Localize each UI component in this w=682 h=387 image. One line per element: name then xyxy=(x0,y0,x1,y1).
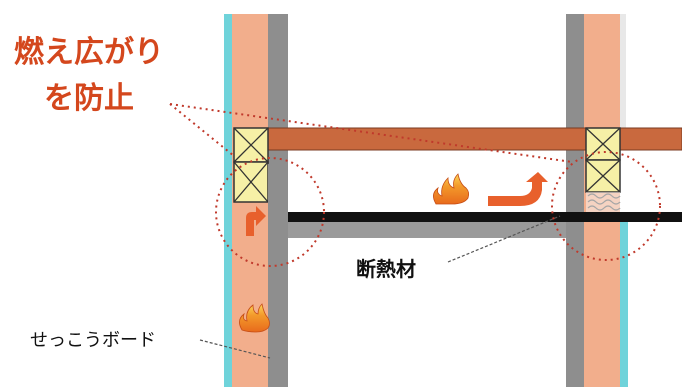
left-firestop-block-lower xyxy=(233,161,269,203)
leader-line-right xyxy=(169,103,573,163)
right-cyan-tab xyxy=(620,222,628,232)
curved-arrow-icon xyxy=(488,172,548,206)
insulation-label: 断熱材 xyxy=(356,257,416,281)
flame-icon-bottom xyxy=(239,303,270,333)
left-firestop-block-upper xyxy=(233,127,269,163)
curved-up-arrow-icon xyxy=(246,206,266,236)
ceiling-gray-board xyxy=(288,222,566,238)
flame-icon xyxy=(433,173,470,205)
right-gypsum-board xyxy=(566,14,584,387)
gypsum-board-label: せっこうボード xyxy=(30,330,156,351)
leader-line-left xyxy=(169,103,235,157)
insulation-leader xyxy=(447,215,561,263)
right-firestop-block-upper xyxy=(585,127,621,161)
right-dotted-circle xyxy=(551,151,661,261)
insulation-line xyxy=(288,212,682,222)
board-leader xyxy=(199,339,271,359)
right-stud-sheathing-top xyxy=(620,212,682,222)
right-coil-bg xyxy=(586,192,620,212)
right-stud-upper-shadow xyxy=(620,14,626,128)
left-board-step xyxy=(268,164,282,224)
left-dotted-circle xyxy=(215,157,325,267)
fire-spread-label-line1: 燃え広がり xyxy=(14,35,164,70)
left-cyan-sheathing xyxy=(224,14,232,387)
right-cyan-sheathing xyxy=(620,228,628,387)
fire-spread-label-line2: を防止 xyxy=(44,81,134,116)
right-firestop-block-lower xyxy=(585,159,621,193)
